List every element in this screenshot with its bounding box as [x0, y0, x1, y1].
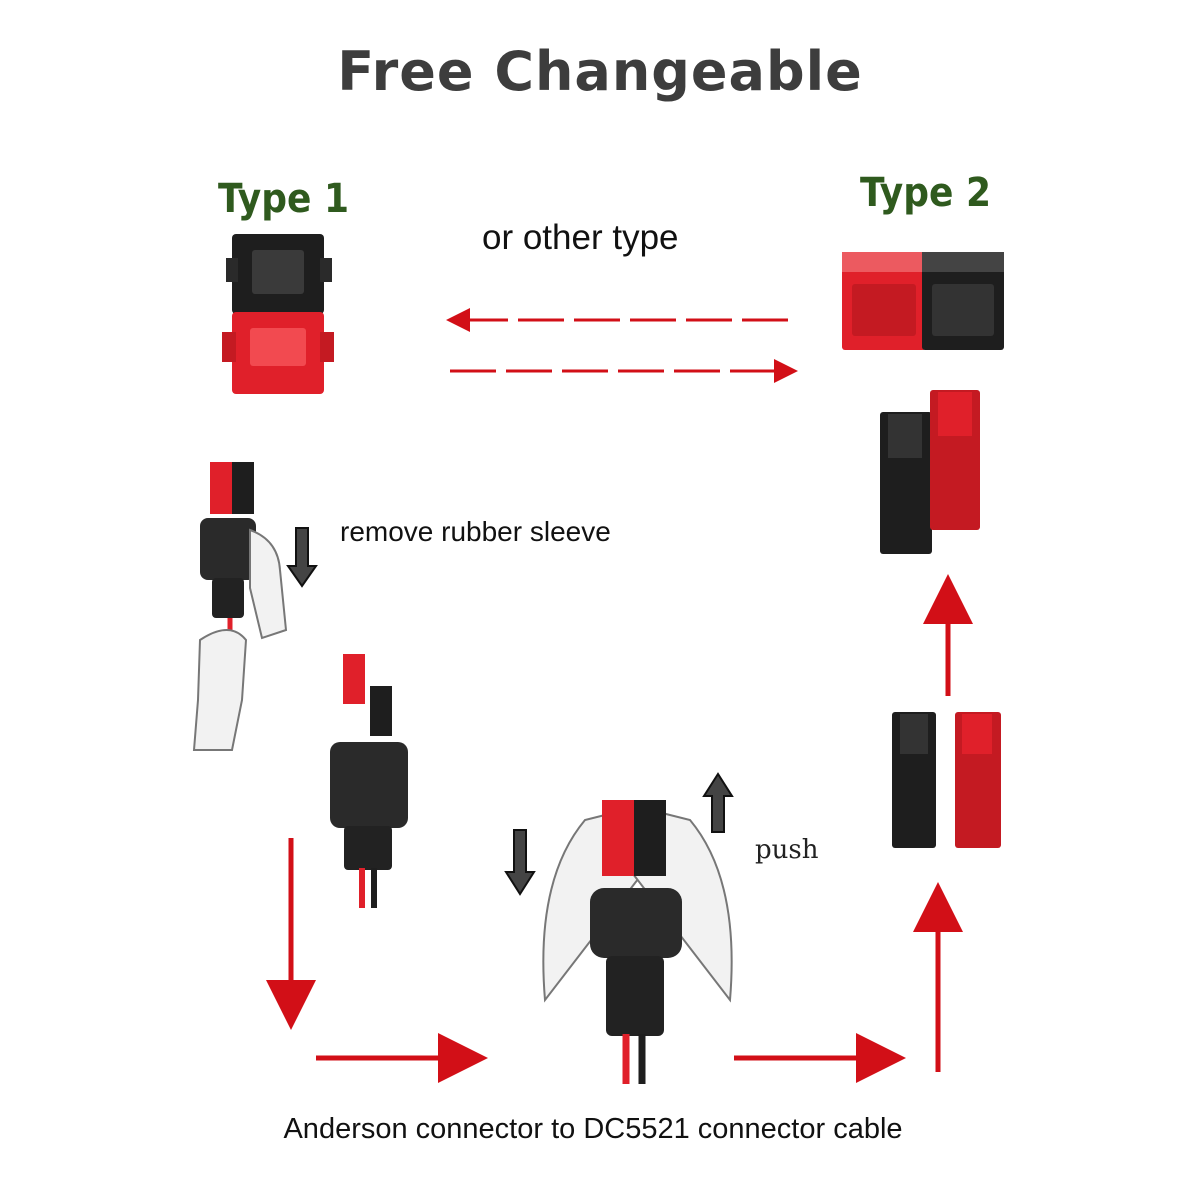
remove-rubber-sleeve-text: remove rubber sleeve [340, 516, 611, 547]
push-hands-icon [542, 800, 733, 1084]
down-arrow-icon [286, 527, 318, 588]
sleeve-removal-icon [192, 462, 288, 751]
page-title: Free Changeable [337, 40, 863, 103]
push-up-arrow-icon [702, 772, 734, 833]
type2-connector-icon [842, 252, 1004, 350]
push-down-arrow-icon [504, 829, 536, 896]
cable-connector-icon [330, 654, 408, 908]
type1-label: Type 1 [218, 176, 349, 222]
push-text: push [755, 835, 819, 865]
or-other-type-text: or other type [482, 218, 679, 257]
joined-pins-icon [880, 390, 980, 554]
separated-pins-icon [892, 712, 1001, 848]
type1-connector-icon [222, 234, 334, 394]
type2-label: Type 2 [860, 170, 991, 216]
caption: Anderson connector to DC5521 connector c… [283, 1113, 903, 1145]
